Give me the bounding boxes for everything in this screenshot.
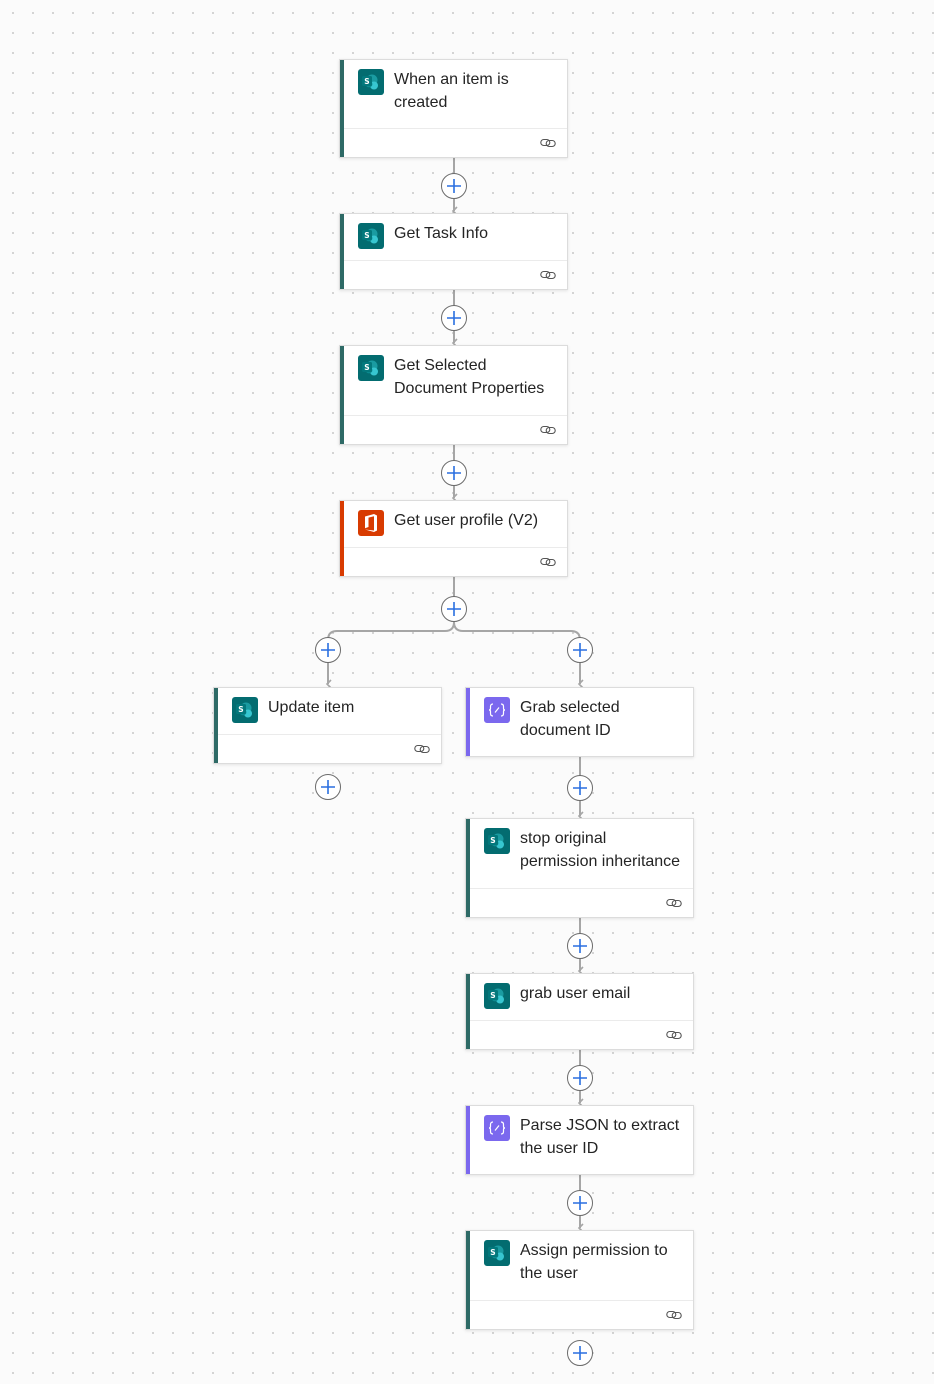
plus-icon xyxy=(447,311,461,325)
link-icon[interactable] xyxy=(540,556,556,568)
sharepoint-icon: S xyxy=(484,828,510,854)
insert-step-button[interactable] xyxy=(567,775,593,801)
step-footer xyxy=(344,415,567,444)
step-footer xyxy=(218,734,441,763)
step-card-get-task-info[interactable]: S Get Task Info xyxy=(339,213,568,290)
step-card-stop-inheritance[interactable]: S stop original permission inheritance xyxy=(465,818,694,918)
sharepoint-icon: S xyxy=(484,1240,510,1266)
insert-step-button[interactable] xyxy=(441,305,467,331)
insert-step-button[interactable] xyxy=(567,933,593,959)
link-icon[interactable] xyxy=(666,1029,682,1041)
step-accent-bar xyxy=(340,346,344,444)
step-card-update-item[interactable]: S Update item xyxy=(213,687,442,764)
plus-icon xyxy=(573,643,587,657)
step-title: Update item xyxy=(268,699,355,716)
step-footer xyxy=(344,260,567,289)
svg-text:S: S xyxy=(490,991,495,1000)
step-footer xyxy=(470,1300,693,1329)
link-icon[interactable] xyxy=(666,1309,682,1321)
insert-step-button[interactable] xyxy=(315,774,341,800)
step-accent-bar xyxy=(340,60,344,157)
insert-step-button[interactable] xyxy=(441,596,467,622)
insert-step-button[interactable] xyxy=(567,1190,593,1216)
insert-step-button[interactable] xyxy=(567,1340,593,1366)
plus-icon xyxy=(573,1346,587,1360)
link-icon[interactable] xyxy=(540,137,556,149)
data-operation-icon xyxy=(484,697,510,723)
step-title: grab user email xyxy=(520,985,631,1002)
plus-icon xyxy=(573,1196,587,1210)
plus-icon xyxy=(321,780,335,794)
step-title: Parse JSON to extract the user ID xyxy=(520,1117,680,1157)
insert-step-button[interactable] xyxy=(567,637,593,663)
insert-step-button[interactable] xyxy=(315,637,341,663)
step-accent-bar xyxy=(340,214,344,289)
step-accent-bar xyxy=(340,501,344,576)
step-footer xyxy=(344,547,567,576)
svg-text:S: S xyxy=(490,1248,495,1257)
step-card-get-user-profile[interactable]: Get user profile (V2) xyxy=(339,500,568,577)
step-title: Get user profile (V2) xyxy=(394,512,539,529)
link-icon[interactable] xyxy=(666,897,682,909)
step-card-parse-json[interactable]: Parse JSON to extract the user ID xyxy=(465,1105,694,1175)
step-accent-bar xyxy=(466,1106,470,1174)
link-icon[interactable] xyxy=(540,269,556,281)
step-footer xyxy=(344,128,567,157)
step-accent-bar xyxy=(214,688,218,763)
plus-icon xyxy=(447,602,461,616)
office365-icon xyxy=(358,510,384,536)
plus-icon xyxy=(447,466,461,480)
step-title: Get Selected Document Properties xyxy=(394,357,545,397)
step-accent-bar xyxy=(466,688,470,756)
insert-step-button[interactable] xyxy=(567,1065,593,1091)
step-title: When an item is created xyxy=(394,71,509,111)
link-icon[interactable] xyxy=(414,743,430,755)
step-card-grab-document-id[interactable]: Grab selected document ID xyxy=(465,687,694,757)
step-card-get-document-properties[interactable]: S Get Selected Document Properties xyxy=(339,345,568,445)
step-title: stop original permission inheritance xyxy=(520,830,681,870)
sharepoint-icon: S xyxy=(358,69,384,95)
plus-icon xyxy=(573,1071,587,1085)
sharepoint-icon: S xyxy=(358,355,384,381)
step-accent-bar xyxy=(466,974,470,1049)
svg-text:S: S xyxy=(364,77,369,86)
data-operation-icon xyxy=(484,1115,510,1141)
plus-icon xyxy=(447,179,461,193)
svg-text:S: S xyxy=(490,836,495,845)
step-card-assign-permission[interactable]: S Assign permission to the user xyxy=(465,1230,694,1330)
plus-icon xyxy=(321,643,335,657)
plus-icon xyxy=(573,939,587,953)
insert-step-button[interactable] xyxy=(441,460,467,486)
step-footer xyxy=(470,1020,693,1049)
sharepoint-icon: S xyxy=(232,697,258,723)
step-accent-bar xyxy=(466,819,470,917)
step-footer xyxy=(470,888,693,917)
step-title: Grab selected document ID xyxy=(520,699,620,739)
step-title: Get Task Info xyxy=(394,225,488,242)
step-card-trigger[interactable]: S When an item is created xyxy=(339,59,568,158)
step-accent-bar xyxy=(466,1231,470,1329)
link-icon[interactable] xyxy=(540,424,556,436)
step-title: Assign permission to the user xyxy=(520,1242,668,1282)
svg-text:S: S xyxy=(364,231,369,240)
svg-text:S: S xyxy=(238,705,243,714)
step-card-grab-user-email[interactable]: S grab user email xyxy=(465,973,694,1050)
insert-step-button[interactable] xyxy=(441,173,467,199)
plus-icon xyxy=(573,781,587,795)
sharepoint-icon: S xyxy=(358,223,384,249)
svg-text:S: S xyxy=(364,363,369,372)
sharepoint-icon: S xyxy=(484,983,510,1009)
